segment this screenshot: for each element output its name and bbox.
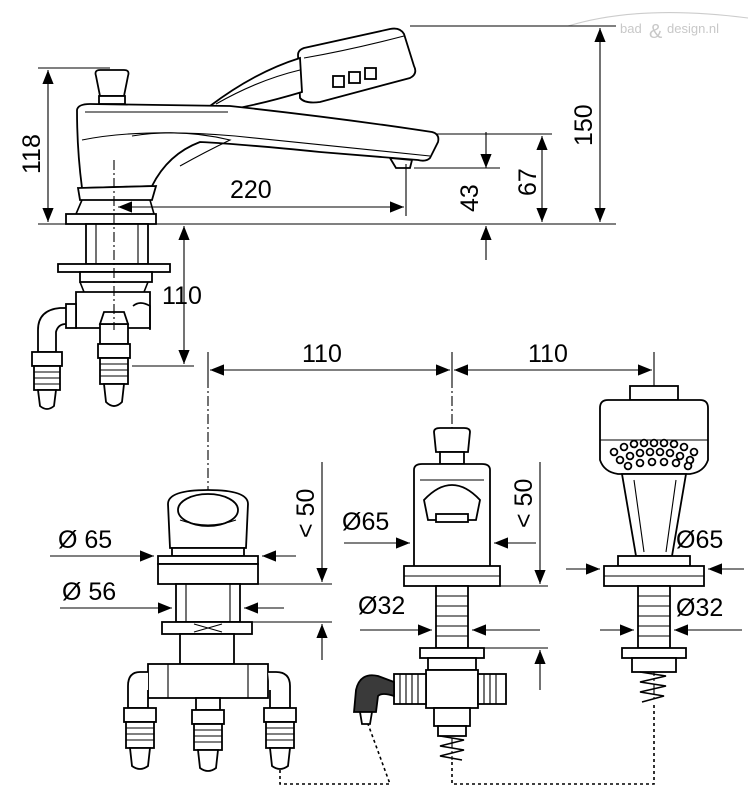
dim-rosette-diameter-left: Ø 65 — [58, 526, 112, 554]
base-collar — [76, 185, 158, 201]
dim-hole-spacing-right: 110 — [528, 340, 568, 368]
threaded-fitting — [99, 357, 129, 385]
threaded-fitting — [193, 723, 223, 751]
dim-hole-diameter-middle: Ø32 — [358, 592, 405, 620]
dim-spout-height: 118 — [18, 134, 46, 174]
aerator — [388, 156, 414, 169]
t-connector — [425, 669, 479, 709]
mixer-rosette — [157, 563, 259, 585]
handshower-holder-view — [599, 385, 709, 703]
mixer-valve-view — [123, 489, 297, 772]
dim-deck-thickness-middle: < 50 — [510, 479, 538, 528]
dim-hole-spacing-left: 110 — [302, 340, 342, 368]
dim-deck-thickness-left: < 50 — [292, 489, 320, 538]
shank — [85, 223, 149, 265]
side-view-dimensions: 118 220 43 67 150 110 — [18, 25, 616, 367]
handshower-nozzle — [348, 71, 361, 84]
threaded-fitting — [125, 721, 155, 749]
holder-dimensions: Ø65 Ø32 — [566, 526, 744, 636]
dim-shank-length: 110 — [162, 282, 202, 310]
watermark-brand-left: bad — [620, 21, 642, 36]
thread-spring — [639, 671, 667, 703]
dim-spout-reach: 220 — [230, 176, 272, 204]
diverter-view — [353, 427, 507, 761]
base-rosette — [65, 213, 157, 225]
mixer-shank — [175, 583, 241, 623]
threaded-fitting — [265, 721, 295, 749]
dim-rosette-diameter-right: Ø65 — [676, 526, 723, 554]
dim-outlet-height: 43 — [456, 184, 484, 212]
watermark-brand-right: design.nl — [667, 21, 719, 36]
dim-total-height: 150 — [570, 104, 598, 146]
spacing-dimensions: 110 110 — [207, 340, 655, 760]
dim-shank-diameter-left: Ø 56 — [62, 578, 116, 606]
watermark-ampersand: & — [649, 21, 663, 43]
diverter-shank — [435, 585, 469, 649]
thread-spring — [439, 735, 465, 761]
dim-rosette-diameter-middle: Ø65 — [342, 508, 389, 536]
handshower-nozzle — [332, 75, 345, 88]
hose-path — [279, 704, 655, 785]
diverter-dimensions: Ø65 Ø32 < 50 — [342, 462, 548, 690]
dim-hole-diameter-right: Ø32 — [676, 594, 723, 622]
handshower-cap — [629, 385, 679, 401]
handshower-head — [297, 27, 417, 104]
faucet-side-view — [31, 27, 440, 410]
watermark-logo: bad & design.nl — [567, 12, 749, 43]
diverter-knob — [433, 427, 471, 453]
distribution-block — [147, 663, 269, 699]
mixer-dimensions: Ø 65 Ø 56 < 50 — [50, 462, 332, 660]
spray-holes — [609, 438, 699, 471]
spout-body — [76, 103, 440, 189]
holder-shank — [637, 585, 671, 649]
hose-elbow — [353, 674, 395, 713]
handshower-nozzle — [364, 67, 377, 80]
dim-handshower-height: 67 — [514, 168, 542, 196]
lever-knob — [94, 69, 130, 97]
